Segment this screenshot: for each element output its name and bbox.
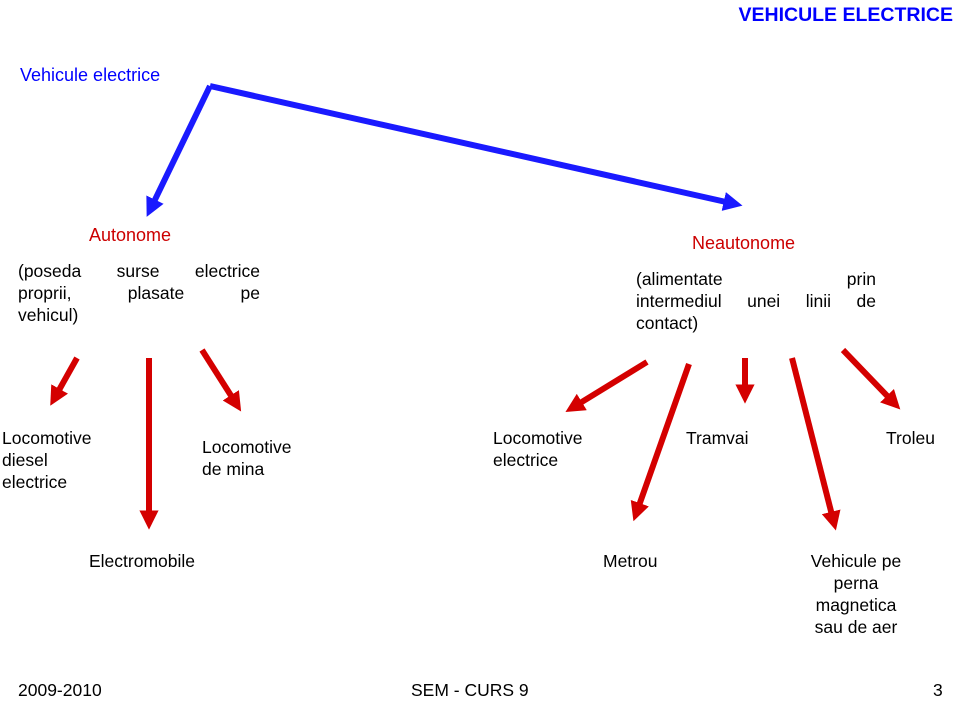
arrow-root-to-neautonome: [209, 83, 743, 211]
description-line: intermediul unei linii de: [636, 291, 876, 311]
arrow-neautonome-to-vehicule-pe-perna: [789, 357, 841, 531]
description-line: proprii, plasate pe: [18, 283, 260, 303]
description-line: (alimentate prin: [636, 269, 876, 289]
arrow-neautonome-to-metrou: [630, 363, 692, 522]
node-vehicule-electrice: Vehicule electrice: [20, 65, 161, 85]
node-metrou: Metrou: [603, 551, 658, 571]
node-line: sau de aer: [814, 617, 898, 637]
footer-page-number: 3: [933, 680, 943, 700]
arrow-autonome-to-locomotive-diesel: [50, 356, 80, 406]
arrow-neautonome-to-locomotive-electrice: [565, 359, 649, 413]
node-line: electrice: [493, 450, 559, 470]
node-line: Locomotive: [493, 428, 583, 448]
description-line: vehicul): [18, 305, 79, 325]
node-line: Vehicule pe: [810, 551, 902, 571]
node-electromobile: Electromobile: [89, 551, 196, 571]
node-line: Locomotive: [202, 437, 292, 457]
node-autonome-description: (poseda surse electrice proprii, plasate…: [18, 260, 260, 326]
node-locomotive-diesel-electrice: Locomotive diesel electrice: [2, 427, 92, 493]
footer-year: 2009-2010: [18, 680, 102, 700]
node-locomotive-electrice: Locomotive electrice: [493, 427, 583, 471]
description-line: (poseda surse electrice: [18, 261, 260, 281]
node-line: de mina: [202, 459, 265, 479]
node-neautonome-description: (alimentate prin intermediul unei linii …: [636, 268, 876, 334]
node-vehicule-pe-perna: Vehicule pe perna magnetica sau de aer: [780, 550, 932, 638]
node-neautonome-title: Neautonome: [692, 233, 796, 253]
node-line: electrice: [2, 472, 68, 492]
arrow-root-to-autonome: [146, 84, 213, 217]
arrow-autonome-to-locomotive-de-mina: [199, 348, 242, 412]
arrow-neautonome-to-troleu: [840, 347, 901, 410]
description-line: contact): [636, 313, 699, 333]
node-line: diesel: [2, 450, 48, 470]
node-line: perna: [833, 573, 879, 593]
node-autonome-title: Autonome: [89, 225, 172, 245]
node-line: magnetica: [815, 595, 897, 615]
page-title: VEHICULE ELECTRICE: [738, 4, 953, 26]
node-locomotive-de-mina: Locomotive de mina: [202, 436, 292, 480]
node-troleu: Troleu: [886, 428, 935, 448]
footer-course: SEM - CURS 9: [411, 680, 529, 700]
node-tramvai: Tramvai: [686, 428, 749, 448]
node-line: Locomotive: [2, 428, 92, 448]
